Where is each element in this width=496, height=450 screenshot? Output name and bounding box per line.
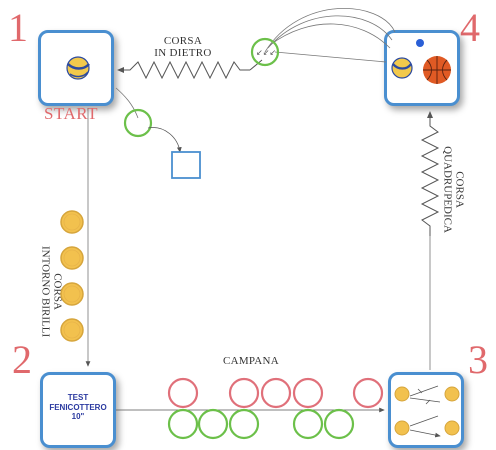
station-number-3: 3 bbox=[468, 337, 488, 382]
back-run-label-line-2: IN DIETRO bbox=[154, 46, 212, 59]
green-hoop-1 bbox=[167, 408, 199, 440]
test-label: TEST FENICOTTERO 10" bbox=[43, 393, 113, 422]
quad-run-zigzag bbox=[420, 111, 440, 236]
target-square bbox=[171, 151, 201, 179]
back-run-path bbox=[117, 60, 250, 80]
volleyball-icon bbox=[66, 56, 90, 80]
station-number-4: 4 bbox=[460, 5, 480, 50]
arc-2 bbox=[267, 15, 393, 49]
station-number-2: 2 bbox=[12, 337, 32, 382]
green-hoop-5 bbox=[323, 408, 355, 440]
back-run-label-line-1: CORSA bbox=[163, 35, 203, 47]
test-label-line-3: 10" bbox=[71, 412, 85, 422]
blue-ball-icon bbox=[416, 39, 424, 47]
box-curve bbox=[147, 127, 182, 153]
green-hoops bbox=[167, 408, 355, 440]
red-hoop-3 bbox=[260, 377, 292, 409]
test-label-line-1: TEST bbox=[67, 393, 89, 402]
arc-3 bbox=[269, 23, 391, 49]
green-hoop-3 bbox=[228, 408, 260, 440]
red-hoop-5 bbox=[352, 377, 384, 409]
test-label-line-2: FENICOTTERO bbox=[49, 402, 107, 412]
red-hoop-4 bbox=[292, 377, 324, 409]
arc-1 bbox=[264, 8, 396, 53]
station-number-1: 1 bbox=[8, 5, 28, 50]
basketball-icon bbox=[423, 56, 451, 84]
hoop-start-green bbox=[123, 108, 153, 138]
start-curve bbox=[115, 87, 139, 119]
cones bbox=[60, 210, 84, 342]
volleyball-icon-4 bbox=[391, 57, 413, 79]
hoop-top-green bbox=[250, 37, 280, 67]
red-hoop-2 bbox=[228, 377, 260, 409]
start-label: START bbox=[44, 104, 98, 123]
green-hoop-2 bbox=[197, 408, 229, 440]
back-run-connector bbox=[249, 59, 263, 71]
station-3-cones bbox=[394, 385, 460, 436]
station-2-box: TEST FENICOTTERO 10" bbox=[40, 372, 116, 448]
cone-icon bbox=[394, 386, 410, 402]
back-run-label: CORSA IN DIETRO bbox=[148, 35, 218, 59]
red-hoops bbox=[167, 377, 384, 409]
bell-label: CAMPANA bbox=[222, 355, 280, 367]
arrows-in-hoop-icon: ↙↙↙ bbox=[256, 48, 276, 57]
red-hoop-1 bbox=[167, 377, 199, 409]
arc-4 bbox=[274, 51, 387, 63]
green-hoop-4 bbox=[292, 408, 324, 440]
